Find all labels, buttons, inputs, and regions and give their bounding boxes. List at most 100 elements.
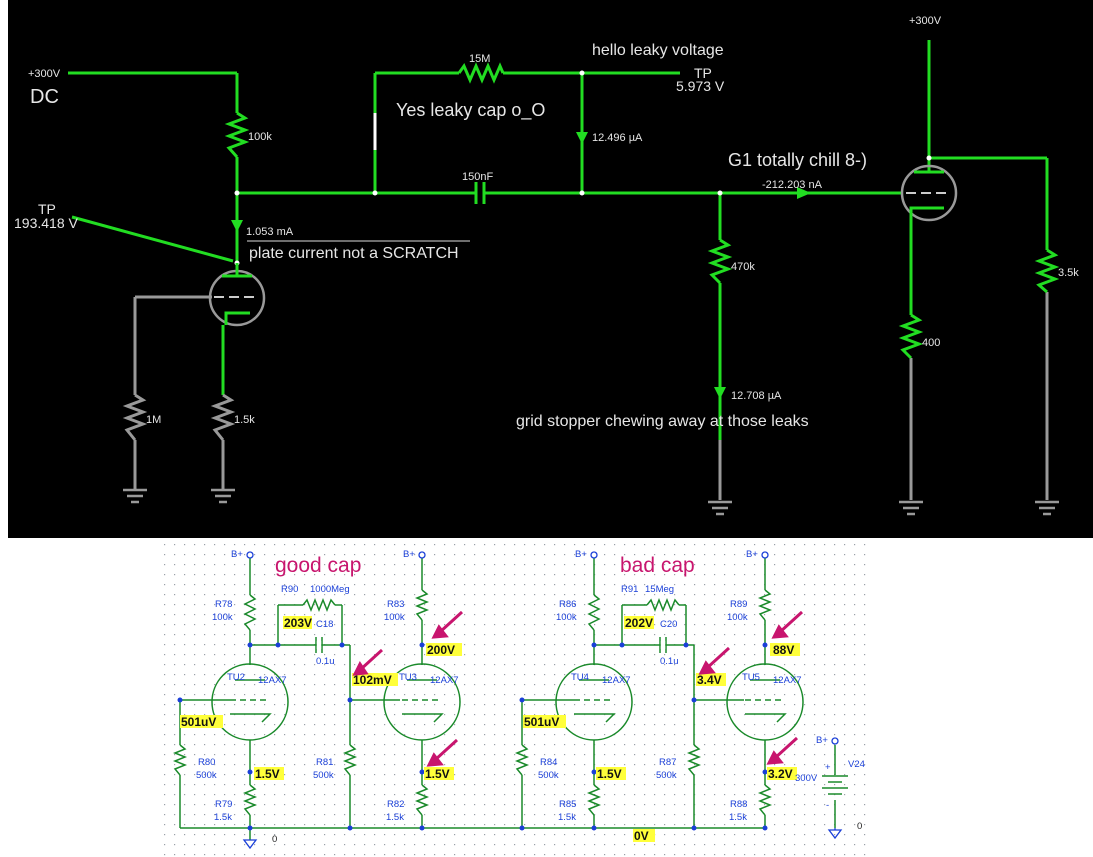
r88-label: R88 <box>730 799 747 810</box>
r-leak-label: 15M <box>469 53 490 65</box>
r85-value: 1.5k <box>558 812 576 823</box>
r89-value: 100k <box>727 612 748 623</box>
ground-icon <box>899 500 923 516</box>
v24-ground-label: 0 <box>857 821 862 832</box>
plate-current-label: 1.053 mA <box>246 226 294 238</box>
good-cap-title: good cap <box>275 554 361 577</box>
tu4-type: 12AX7 <box>602 675 631 686</box>
triode-left <box>208 263 266 327</box>
tp-right-value: 5.973 V <box>676 78 725 94</box>
tp-left-value: 193.418 V <box>14 215 78 231</box>
r81-value: 500k <box>313 770 334 781</box>
bad-grid1-voltage: 501uV <box>524 715 559 729</box>
ground-icon <box>211 488 235 504</box>
v24-minus: - <box>826 800 829 811</box>
ground-icon <box>708 500 732 516</box>
leak-voltage-note: hello leaky voltage <box>592 42 724 59</box>
tu3-type: 12AX7 <box>430 675 459 686</box>
top-resistors <box>224 62 1060 360</box>
top-gray-resistors <box>122 393 236 441</box>
bad-cathode1-voltage: 1.5V <box>597 767 622 781</box>
good-plate2-voltage: 200V <box>427 643 455 657</box>
battery-v24 <box>822 775 848 795</box>
r81-label: R81 <box>316 757 333 768</box>
tu5-label: TU5 <box>742 672 760 683</box>
bplus-label: B+ <box>575 549 587 560</box>
tube-tu4 <box>555 663 633 741</box>
tube-tu3 <box>383 663 461 741</box>
dc-label: DC <box>30 86 59 108</box>
r84-label: R84 <box>540 757 557 768</box>
r82-value: 1.5k <box>386 812 404 823</box>
r90-value: 1000Meg <box>310 584 350 595</box>
bad-plate1-voltage: 202V <box>625 616 653 630</box>
v24-label: V24 <box>848 759 865 770</box>
r91-value: 15Meg <box>645 584 674 595</box>
v24-plus: + <box>825 762 831 773</box>
current-arrows <box>231 132 811 399</box>
r79-value: 1.5k <box>214 812 232 823</box>
tube-tu5 <box>726 663 804 741</box>
voltage-highlights <box>180 616 800 842</box>
zero-volt-label: 0V <box>634 829 649 843</box>
r80-label: R80 <box>198 757 215 768</box>
leak-cap-note: Yes leaky cap o_O <box>396 100 545 121</box>
good-grid1-voltage: 501uV <box>181 715 216 729</box>
r78-value: 100k <box>212 612 233 623</box>
arrow-icon <box>426 738 459 767</box>
good-plate1-voltage: 203V <box>284 616 312 630</box>
voltage-readouts: 203V 501uV 1.5V 102mV 200V 1.5V 202V 501… <box>181 616 794 843</box>
tu4-label: TU4 <box>571 672 589 683</box>
r88-value: 1.5k <box>729 812 747 823</box>
c18-value: 0.1u <box>316 656 335 667</box>
ground-icon <box>123 488 147 504</box>
bottom-resistors <box>172 589 773 816</box>
ground-icon <box>827 829 843 840</box>
bottom-schematic-panel: good cap bad cap B+ B+ B+ B+ B+ R78 100k… <box>160 540 870 857</box>
cap-value-label: 150nF <box>462 171 493 183</box>
bottom-tubes <box>211 663 804 741</box>
triode-right <box>900 164 958 222</box>
good-cathode2-voltage: 1.5V <box>425 767 450 781</box>
r89-label: R89 <box>730 599 747 610</box>
component-labels: B+ B+ B+ B+ B+ R78 100k R90 1000Meg C18 … <box>196 549 865 845</box>
tu3-label: TU3 <box>399 672 417 683</box>
arrow-icon <box>431 610 464 639</box>
g1-note: G1 totally chill 8-) <box>728 150 867 170</box>
bottom-grounds <box>242 828 843 850</box>
supply-left-label: +300V <box>28 68 61 80</box>
bplus-label: B+ <box>403 549 415 560</box>
tp-left-label: TP <box>38 201 56 217</box>
capacitor-150nf <box>474 182 486 204</box>
bad-cathode2-voltage: 3.2V <box>768 767 793 781</box>
good-grid2-voltage: 102mV <box>353 673 392 687</box>
v24-value: 300V <box>795 773 818 784</box>
bottom-wires <box>179 558 836 840</box>
r86-value: 100k <box>556 612 577 623</box>
bplus-label: B+ <box>746 549 758 560</box>
coupling-caps <box>315 637 667 653</box>
r85-label: R85 <box>559 799 576 810</box>
r86-label: R86 <box>559 599 576 610</box>
stopper-current-label: 12.708 µA <box>731 390 782 402</box>
bad-grid2-voltage: 3.4V <box>697 673 722 687</box>
r82-label: R82 <box>387 799 404 810</box>
arrow-icon <box>352 648 384 676</box>
arrow-icon <box>698 646 731 675</box>
grid-current-label: -212.203 nA <box>762 179 823 191</box>
r84-value: 500k <box>538 770 559 781</box>
r-plate-label: 100k <box>248 131 272 143</box>
r-cathode-right-label: 400 <box>922 337 940 349</box>
c20-value: 0.1u <box>660 656 679 667</box>
r83-value: 100k <box>384 612 405 623</box>
r80-value: 500k <box>196 770 217 781</box>
c18-label: C18 <box>316 619 333 630</box>
r-grid-stopper-label: 470k <box>731 261 755 273</box>
stopper-note: grid stopper chewing away at those leaks <box>516 413 809 430</box>
plate-note: plate current not a SCRATCH <box>249 245 459 262</box>
r79-label: R79 <box>215 799 232 810</box>
supply-right-label: +300V <box>909 15 942 27</box>
good-cathode1-voltage: 1.5V <box>255 767 280 781</box>
tube-tu2 <box>211 663 289 741</box>
ground-icon <box>1035 500 1059 516</box>
